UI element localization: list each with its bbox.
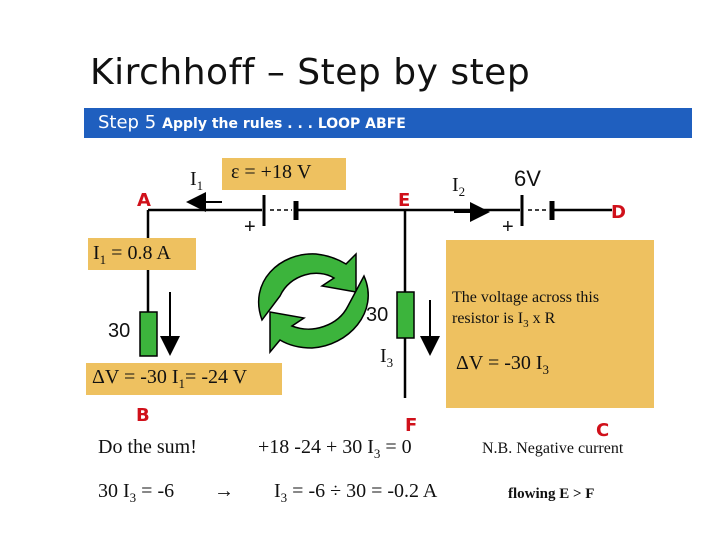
current2-label: I2 xyxy=(452,174,466,199)
loop-arrow-bottom xyxy=(269,274,369,355)
step-label: Step 5 xyxy=(98,112,157,133)
emf-label: ε = +18 V xyxy=(231,161,312,183)
flowing-direction: flowing E > F xyxy=(508,486,595,502)
resistor-note-box xyxy=(446,240,654,408)
node-f-label: F xyxy=(405,415,418,436)
loop-arrow-top xyxy=(257,252,357,322)
node-b-label: B xyxy=(136,405,150,426)
dv-left-box xyxy=(86,363,282,395)
node-d-label: D xyxy=(611,202,626,223)
kirchhoff-sum: +18 -24 + 30 I3 = 0 xyxy=(258,436,412,461)
emf-box xyxy=(222,158,346,190)
resistor-mid-value: 30 xyxy=(366,304,389,326)
dv-left-label: ΔV = -30 I1= -24 V xyxy=(92,366,248,391)
step-banner: Step 5 Apply the rules . . . LOOP ABFE xyxy=(84,108,692,138)
battery2-voltage: 6V xyxy=(514,166,541,191)
do-the-sum: Do the sum! xyxy=(98,436,197,458)
slide-title: Kirchhoff – Step by step xyxy=(90,52,531,93)
equation-step2: I3 = -6 ÷ 30 = -0.2 A xyxy=(274,480,438,505)
battery1-plus-sign: + xyxy=(244,216,256,238)
equation-step1: 30 I3 = -6 xyxy=(98,480,175,505)
step-subtitle: Apply the rules . . . LOOP ABFE xyxy=(162,116,406,132)
resistor-left xyxy=(139,311,158,357)
current1-value: I1 = 0.8 A xyxy=(93,242,171,267)
current1-label: I1 xyxy=(190,168,204,193)
battery2-plus-sign: + xyxy=(502,216,514,238)
resistor-note: The voltage across this resistor is I3 x… xyxy=(452,289,600,330)
current3-label: I3 xyxy=(380,345,394,370)
node-a-label: A xyxy=(137,190,151,211)
equation-arrow: → xyxy=(214,480,234,502)
resistor-left-value: 30 xyxy=(108,320,131,342)
resistor-mid xyxy=(396,291,415,339)
node-e-label: E xyxy=(398,190,411,211)
node-c-label: C xyxy=(596,420,610,441)
dv-right-label: ΔV = -30 I3 xyxy=(456,352,550,377)
nb-negative-current: N.B. Negative current xyxy=(482,440,624,457)
current1-value-box xyxy=(88,238,196,270)
